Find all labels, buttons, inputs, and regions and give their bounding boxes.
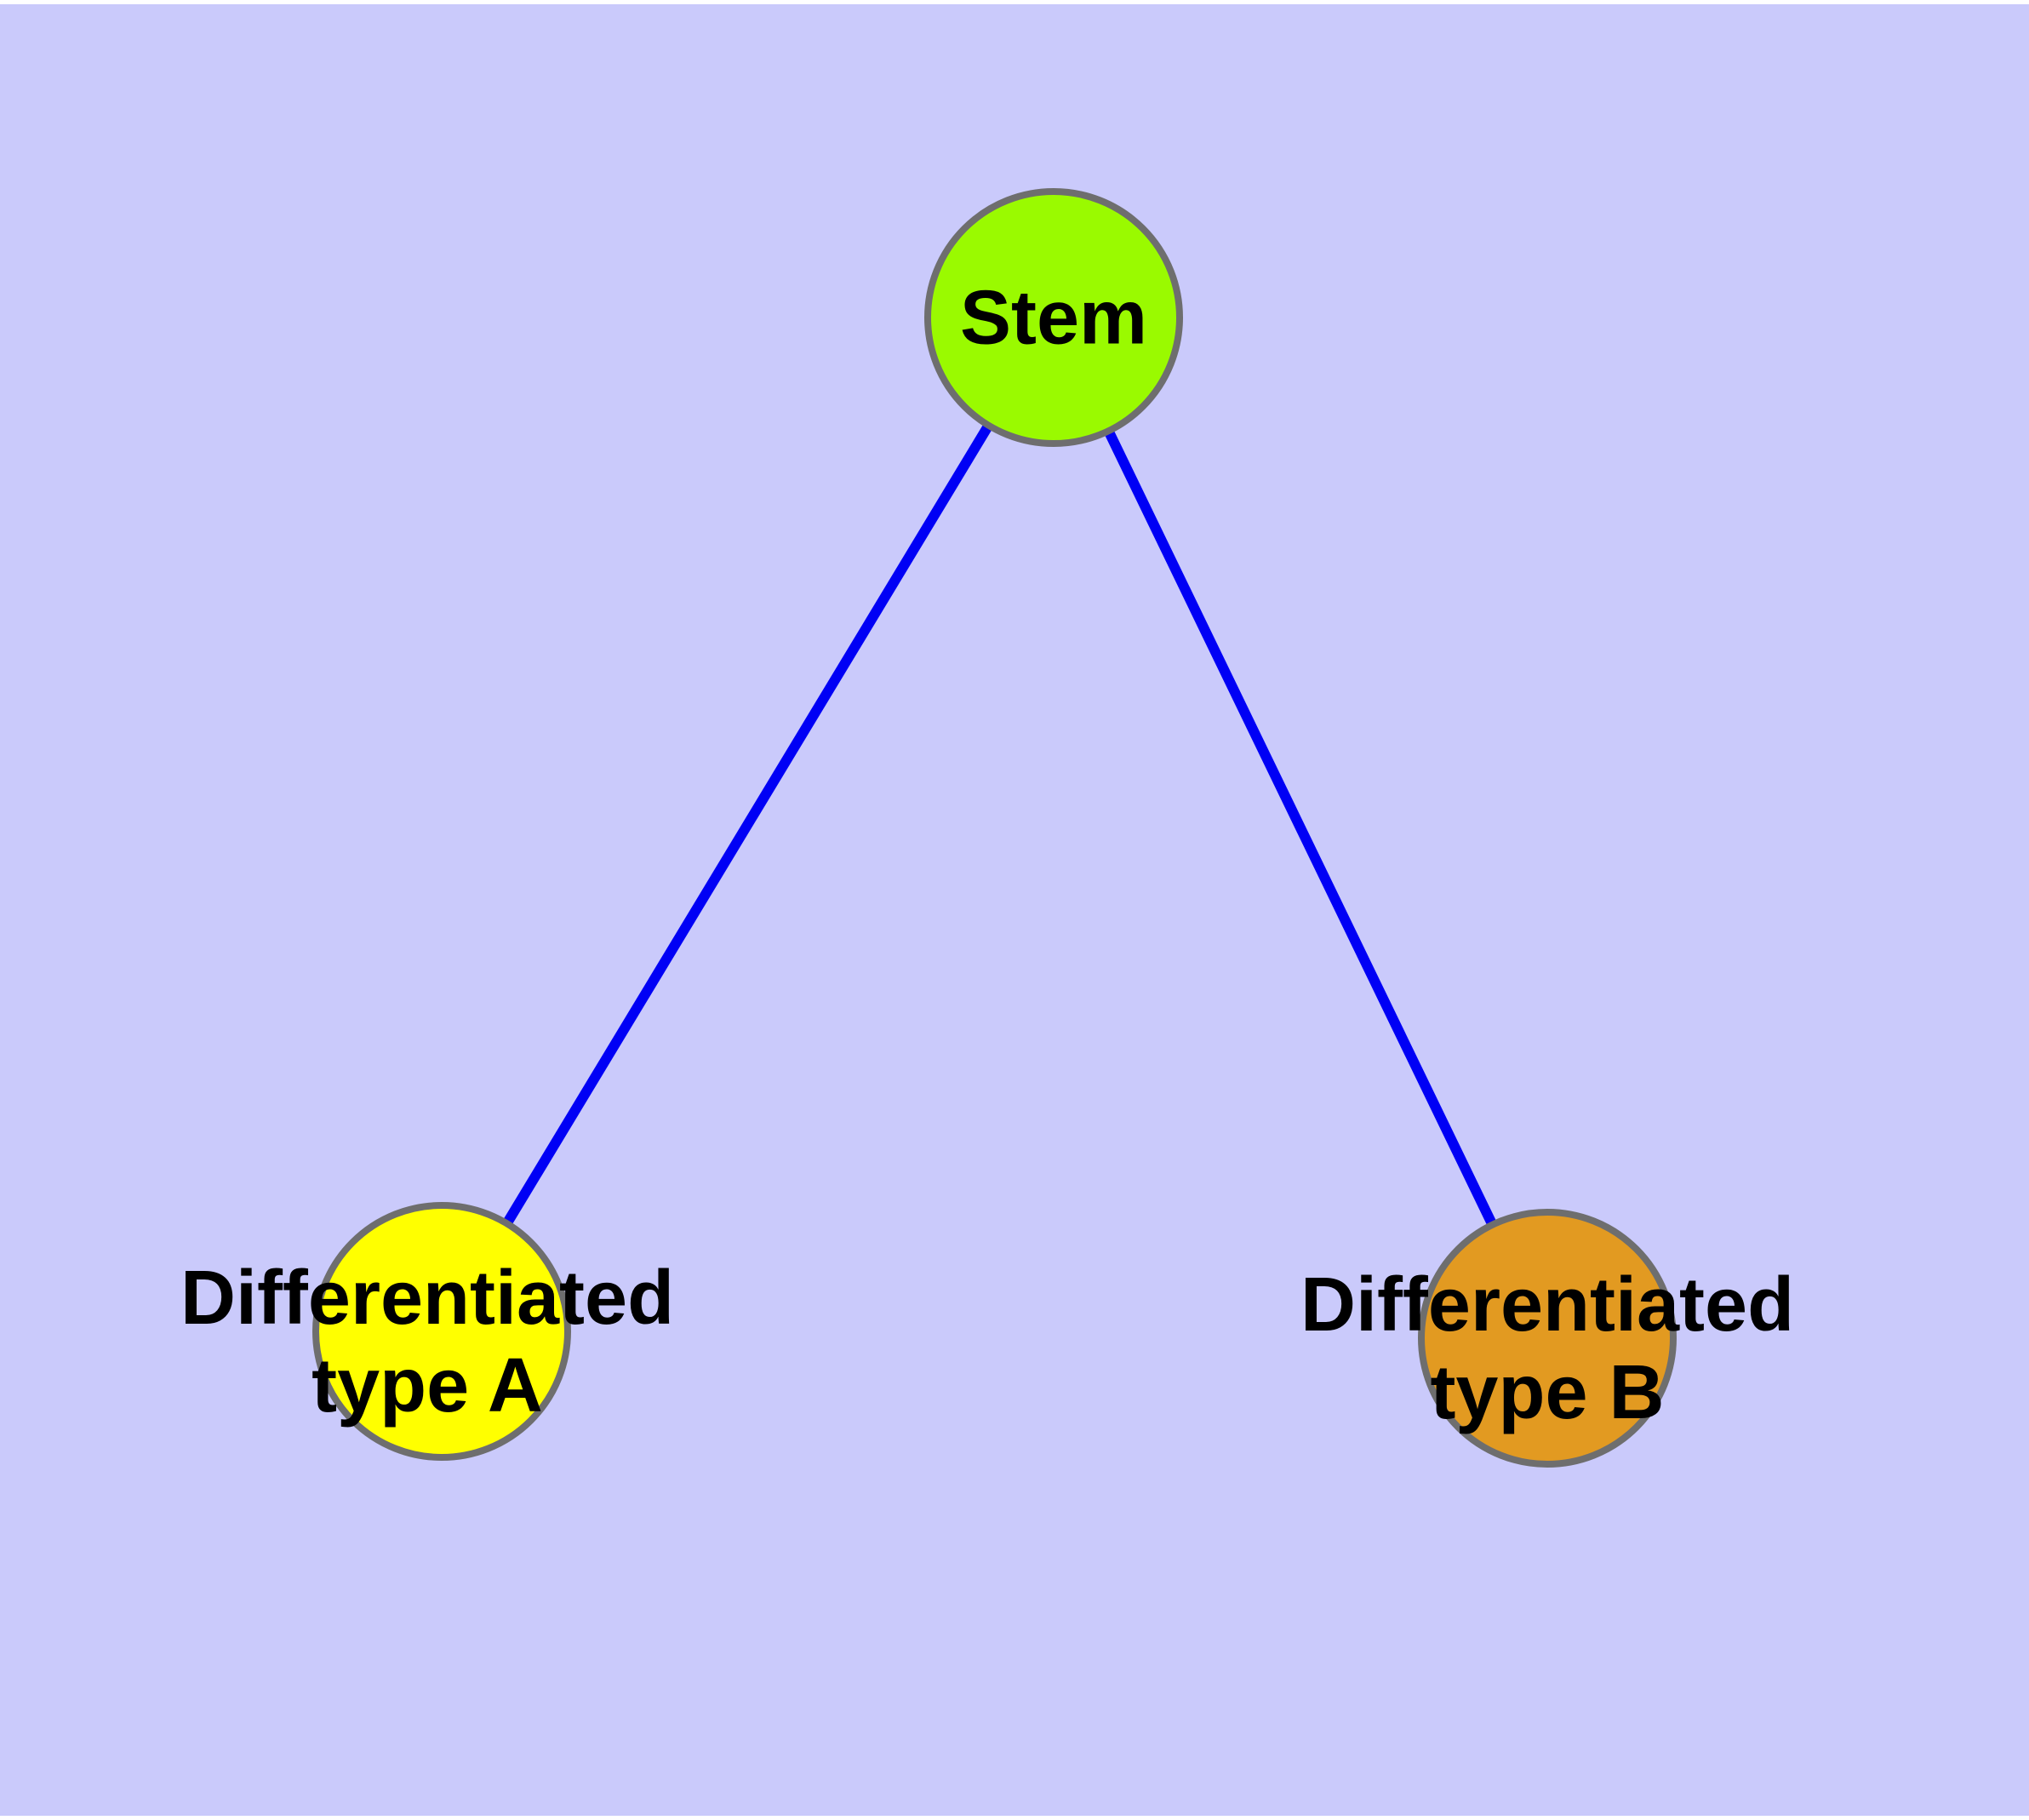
node-type-a-label: Differentiated type A (180, 1255, 674, 1430)
node-type-a-label-line2: type A (311, 1343, 543, 1428)
node-stem-label: Stem (960, 275, 1147, 363)
node-type-b (1418, 1209, 1677, 1468)
node-type-b-label-line2: type B (1430, 1350, 1665, 1435)
node-stem (924, 188, 1183, 447)
edge-stem-to-type-a (437, 314, 1059, 1335)
node-type-a-label-line1: Differentiated (180, 1256, 675, 1341)
node-type-b-label: Differentiated type B (1300, 1262, 1794, 1437)
node-type-b-label-line1: Differentiated (1300, 1262, 1795, 1348)
edge-stem-to-type-b (1049, 315, 1552, 1341)
node-type-a (312, 1202, 571, 1461)
node-stem-label-text: Stem (959, 275, 1148, 361)
